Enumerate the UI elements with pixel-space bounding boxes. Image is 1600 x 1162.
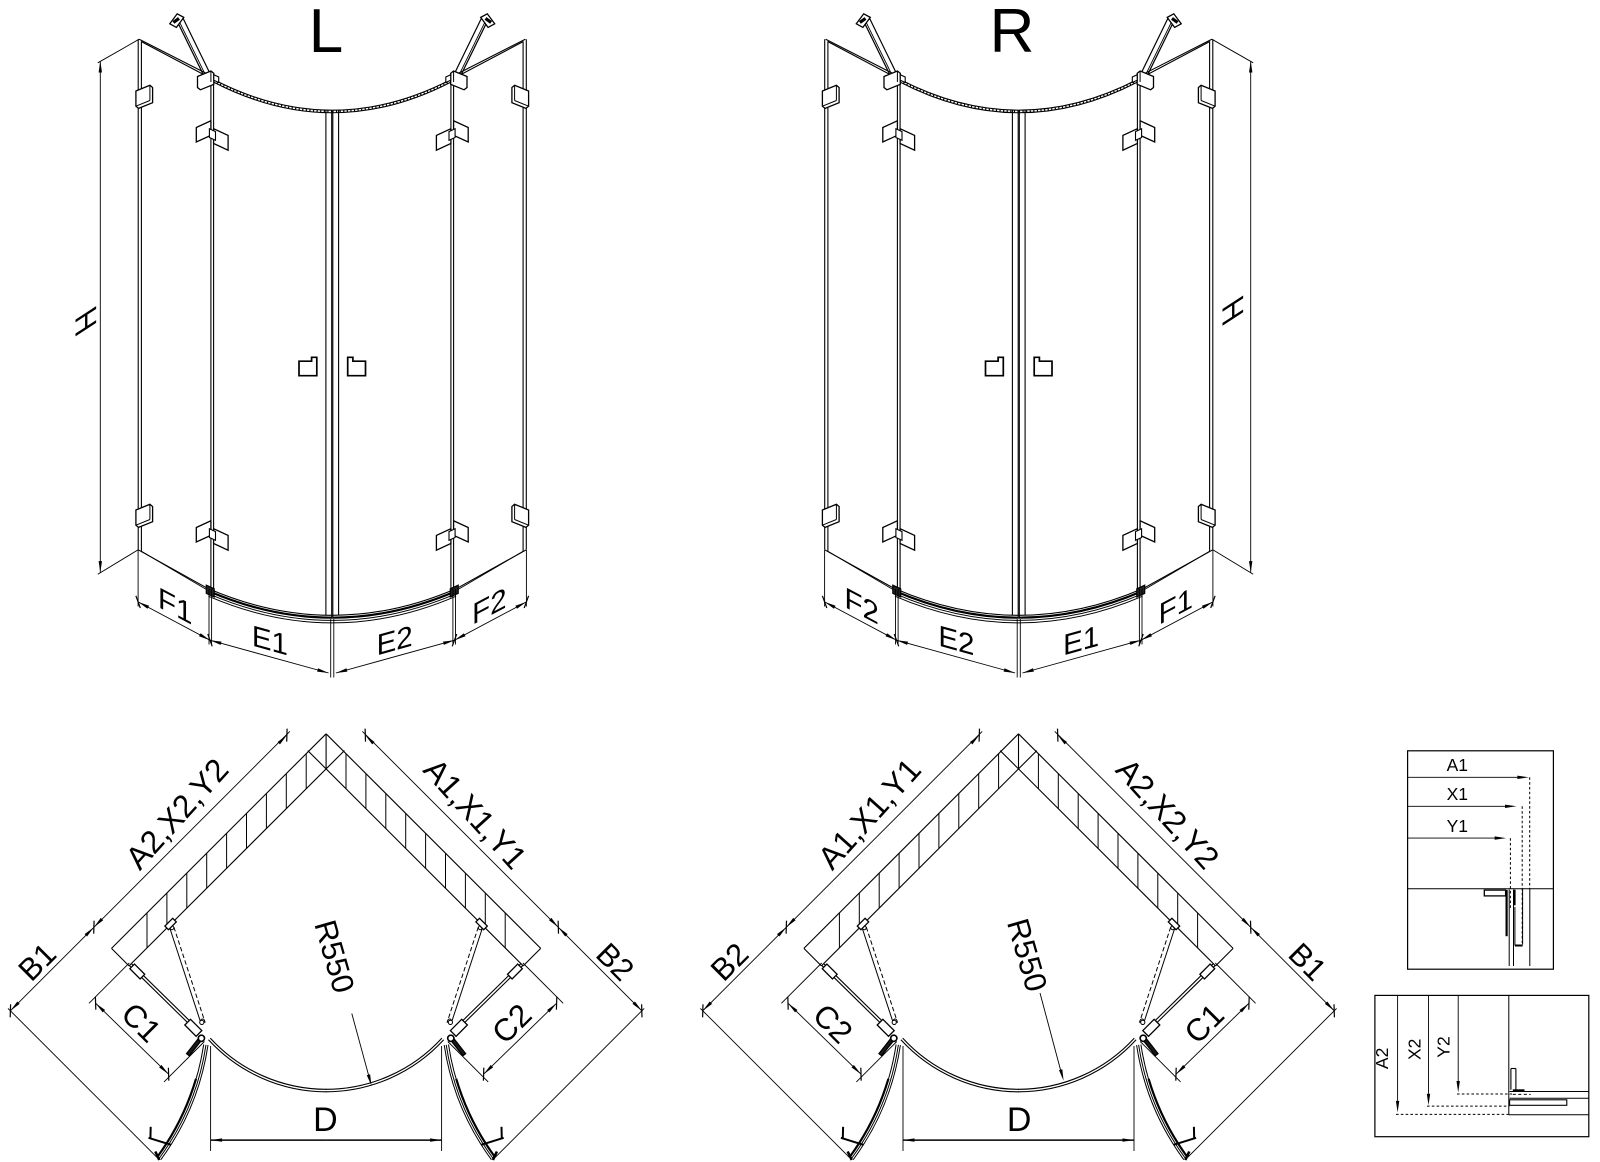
svg-text:R: R	[990, 0, 1035, 66]
svg-text:A1: A1	[1447, 755, 1468, 775]
svg-text:L: L	[309, 0, 343, 66]
svg-text:X1: X1	[1447, 784, 1468, 804]
svg-text:Y2: Y2	[1434, 1036, 1454, 1057]
svg-text:Y1: Y1	[1447, 816, 1468, 836]
svg-text:D: D	[313, 1101, 338, 1139]
svg-text:D: D	[1007, 1101, 1032, 1139]
svg-text:X2: X2	[1404, 1039, 1424, 1060]
svg-text:A2: A2	[1372, 1048, 1392, 1069]
